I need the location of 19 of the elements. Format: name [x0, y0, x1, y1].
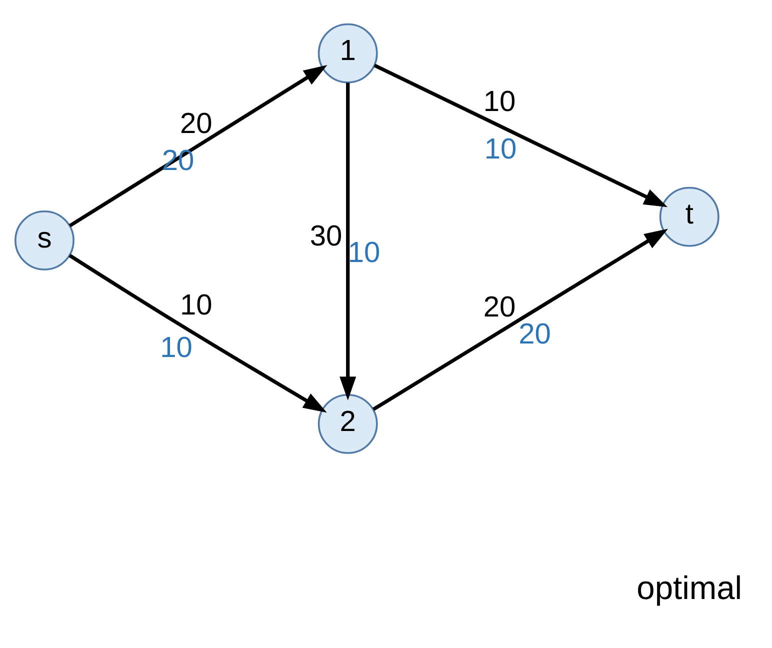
arrow	[340, 82, 356, 400]
arrow	[68, 65, 328, 228]
label: 10	[348, 237, 380, 270]
edge-label: 30	[310, 220, 342, 253]
edge-label: 20	[180, 108, 212, 140]
arrow	[372, 228, 668, 411]
node-circle: 2	[318, 394, 378, 454]
arrow	[68, 254, 327, 413]
label: optimal	[636, 569, 742, 606]
label: 20	[518, 318, 551, 351]
edge-label: 20	[483, 291, 516, 324]
node-circle: t	[659, 186, 720, 247]
label: 10	[160, 332, 192, 364]
node-circle: 1	[318, 23, 378, 84]
edge-label: 10	[483, 86, 516, 118]
node-circle: s	[14, 210, 74, 270]
label: 10	[484, 133, 517, 166]
edge-label: 10	[180, 290, 212, 322]
arrow	[374, 64, 668, 208]
